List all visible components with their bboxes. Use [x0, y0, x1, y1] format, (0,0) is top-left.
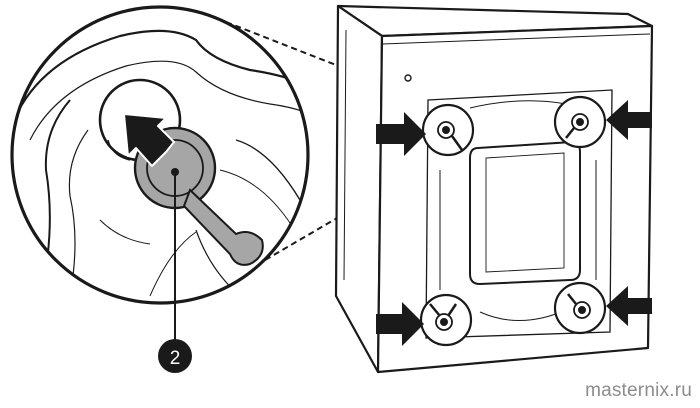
transit-bolt-bottom-left: [419, 293, 473, 347]
arrow-icon: [376, 302, 424, 346]
magnifier-zoom-view: [10, 5, 310, 342]
callout-badge: 2: [158, 339, 192, 373]
transit-bolt-bottom-right: [553, 281, 607, 335]
callout-anchor-dot: [171, 168, 179, 176]
arrow-icon: [376, 112, 426, 156]
transit-bolt-top-right: [553, 95, 607, 149]
transit-bolt-top-left: [421, 103, 475, 157]
arrow-icon: [606, 286, 652, 326]
arrow-icon: [123, 113, 175, 167]
callout-number: 2: [170, 348, 181, 369]
watermark: masternix.ru: [585, 380, 692, 401]
arrow-icon: [606, 100, 652, 140]
